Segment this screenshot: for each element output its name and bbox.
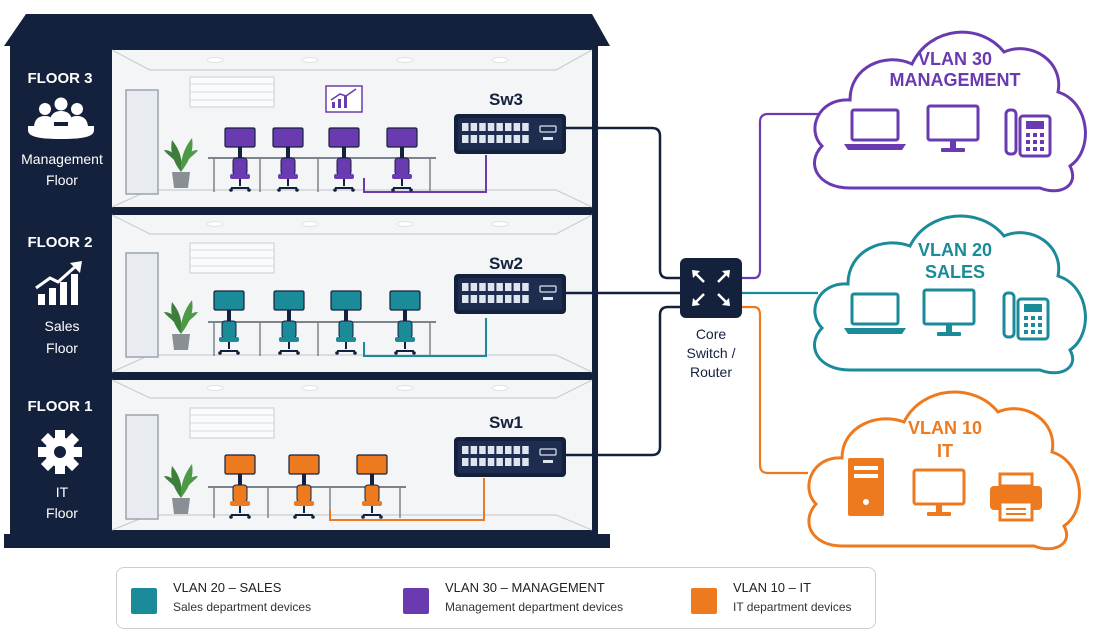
workstation [328, 127, 360, 192]
vlan30-cloud: VLAN 30 MANAGEMENT [813, 30, 1087, 193]
legend-title-management: VLAN 30 – MANAGEMENT [445, 580, 605, 595]
workstation [272, 127, 304, 192]
door [125, 89, 159, 520]
building-roof [4, 14, 610, 46]
uplink-sw3 [566, 126, 680, 280]
workstation [330, 290, 362, 355]
vlan20-title-line2: SALES [925, 262, 985, 282]
core-router[interactable] [680, 258, 742, 318]
plant [164, 138, 198, 188]
legend-title-sales: VLAN 20 – SALES [173, 580, 282, 595]
uplink-sw1 [566, 305, 680, 457]
cable-floor2 [363, 318, 487, 357]
monitor-icon [926, 104, 980, 152]
wall-chart-icon [325, 85, 363, 113]
switch-sw2[interactable] [454, 274, 566, 314]
cable-floor3 [363, 155, 487, 193]
floor1-name-line1: IT [56, 484, 69, 500]
switch-sw3[interactable] [454, 114, 566, 154]
plant [164, 464, 198, 514]
laptop-icon [844, 108, 906, 150]
cable-floor1 [329, 478, 485, 521]
workstation [386, 127, 418, 192]
floor2-label: FLOOR 2 [27, 234, 92, 251]
legend-swatch-management [403, 588, 429, 614]
floor2-name-line2: Floor [46, 340, 78, 356]
building: Sw3 Sw2 Sw1 FLOOR 3 Management Floor FLO… [4, 14, 610, 548]
workstation [224, 127, 256, 192]
legend-desc-sales: Sales department devices [173, 600, 312, 614]
workstation [273, 290, 305, 355]
building-base [4, 534, 610, 548]
floor1-label: FLOOR 1 [27, 398, 92, 415]
core-label-line1: Core [696, 326, 727, 342]
legend-swatch-it [691, 588, 717, 614]
workstation [389, 290, 421, 355]
vlan10-title-line2: IT [937, 441, 953, 461]
desk-phone-icon [1002, 291, 1050, 341]
plant [164, 300, 198, 350]
gear-icon [38, 430, 82, 474]
workstation [213, 290, 245, 355]
desk-phone-icon [1004, 108, 1052, 158]
floor3-label: FLOOR 3 [27, 70, 92, 87]
vlan30-title-line1: VLAN 30 [918, 49, 992, 69]
switch-sw1[interactable] [454, 437, 566, 477]
laptop-icon [844, 292, 906, 334]
floor3-name-line2: Floor [46, 172, 78, 188]
link-vlan30 [742, 112, 820, 280]
legend-title-it: VLAN 10 – IT [733, 580, 812, 595]
printer-icon [990, 472, 1042, 522]
vlan20-title-line1: VLAN 20 [918, 240, 992, 260]
growth-chart-icon [35, 261, 82, 305]
legend-swatch-sales [131, 588, 157, 614]
legend: VLAN 20 – SALES Sales department devices… [116, 567, 876, 629]
uplink-cables [566, 126, 680, 457]
legend-desc-it: IT department devices [733, 600, 852, 614]
workstation [356, 454, 388, 519]
vlan10-title-line1: VLAN 10 [908, 418, 982, 438]
switch-label-sw3: Sw3 [489, 90, 523, 109]
workstation [224, 454, 256, 519]
link-vlan10 [742, 305, 808, 475]
workstation [288, 454, 320, 519]
monitor-icon [922, 288, 976, 336]
server-tower-icon [848, 458, 884, 516]
core-label-line2: Switch / [686, 345, 735, 361]
vlan30-title-line2: MANAGEMENT [890, 70, 1021, 90]
floor3-name-line1: Management [21, 151, 103, 167]
floor2-name-line1: Sales [44, 318, 79, 334]
floor1-name-line2: Floor [46, 505, 78, 521]
switch-label-sw2: Sw2 [489, 254, 523, 273]
meeting-people-icon [28, 97, 94, 139]
core-label-line3: Router [690, 364, 732, 380]
router-arrows-icon [692, 270, 730, 306]
legend-desc-management: Management department devices [445, 600, 624, 614]
monitor-icon [912, 468, 966, 516]
switch-label-sw1: Sw1 [489, 413, 523, 432]
